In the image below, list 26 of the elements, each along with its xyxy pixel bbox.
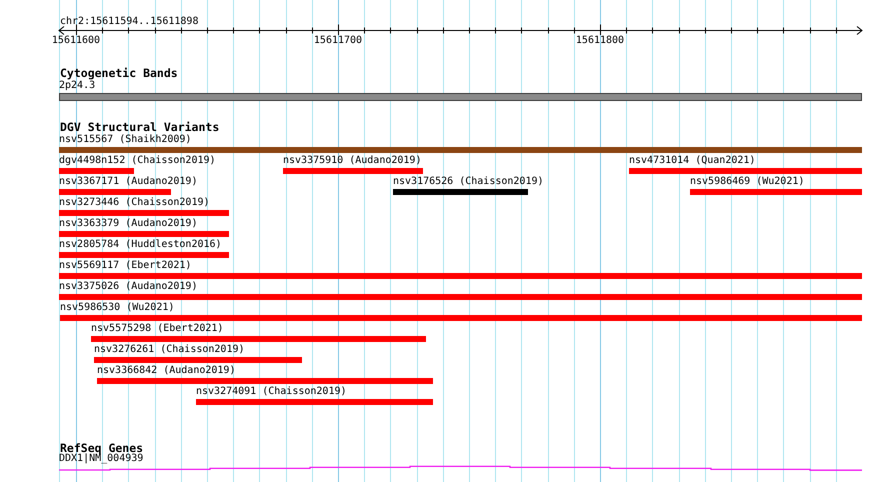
track-title: Cytogenetic Bands xyxy=(60,67,178,80)
variant-label: nsv4731014 (Quan2021) xyxy=(629,155,756,166)
variant-label: nsv3274091 (Chaisson2019) xyxy=(196,386,347,397)
track-title: DGV Structural Variants xyxy=(60,121,220,134)
variant-label: nsv3367171 (Audano2019) xyxy=(59,176,198,187)
variant-label: nsv2805784 (Huddleston2016) xyxy=(59,239,222,250)
variant-label: nsv3366842 (Audano2019) xyxy=(97,365,236,376)
variant-label: nsv5569117 (Ebert2021) xyxy=(59,260,192,271)
tick-label: 15611600 xyxy=(52,35,100,46)
variant-label: nsv3375910 (Audano2019) xyxy=(283,155,422,166)
variant-label: nsv515567 (Shaikh2009) xyxy=(59,134,192,145)
track-title: RefSeq Genes xyxy=(60,442,144,455)
variant-label: nsv3363379 (Audano2019) xyxy=(59,218,198,229)
variant-label: nsv3273446 (Chaisson2019) xyxy=(59,197,210,208)
variant-label: dgv4498n152 (Chaisson2019) xyxy=(59,155,216,166)
tick-label: 15611800 xyxy=(576,35,624,46)
gene-label: DDX1|NM_004939 xyxy=(59,453,144,464)
variant-label: nsv3176526 (Chaisson2019) xyxy=(393,176,544,187)
variant-label: nsv5575298 (Ebert2021) xyxy=(91,323,224,334)
tick-label: 15611700 xyxy=(314,35,362,46)
location-label: chr2:15611594..15611898 xyxy=(60,16,198,27)
variant-label: nsv5986530 (Wu2021) xyxy=(60,302,174,313)
variant-label: nsv3375026 (Audano2019) xyxy=(59,281,198,292)
variant-label: nsv3276261 (Chaisson2019) xyxy=(94,344,245,355)
band-label: 2p24.3 xyxy=(59,80,96,91)
variant-label: nsv5986469 (Wu2021) xyxy=(690,176,804,187)
